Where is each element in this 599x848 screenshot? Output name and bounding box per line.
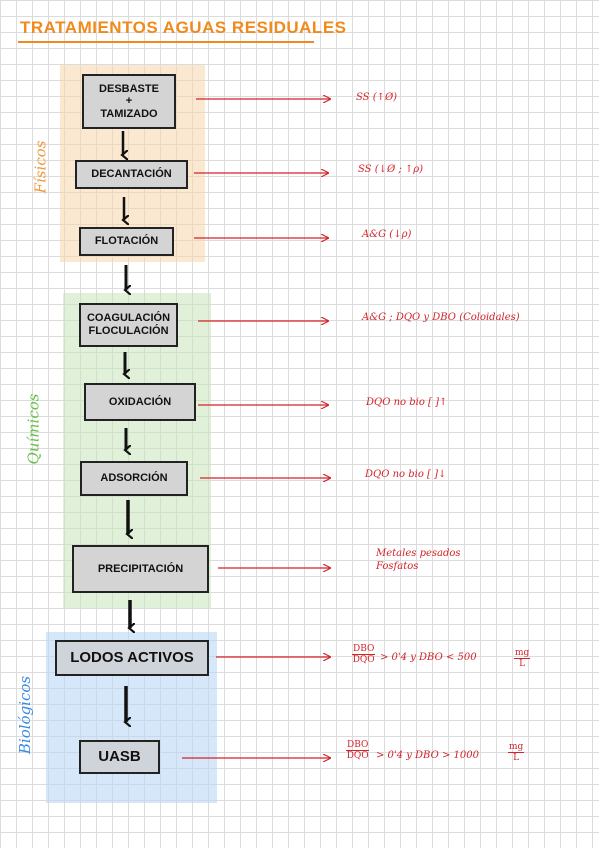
step-lodos-activos: Lodos Activos: [55, 640, 209, 676]
result-desbaste: SS (↑Ø): [356, 92, 398, 103]
result-uasb: > 0'4 y DBO > 1000: [376, 750, 479, 761]
unit-mg-l-lodos: mg L: [514, 648, 531, 669]
title-underline: [18, 41, 314, 43]
result-flotacion: A&G (↓ρ): [362, 229, 412, 240]
step-coagulacion-floculacion: Coagulación Floculación: [79, 303, 178, 347]
step-desbaste-tamizado: Desbaste + Tamizado: [82, 74, 176, 129]
step-precipitacion: Precipitación: [72, 545, 209, 593]
step-decantacion: Decantación: [75, 160, 188, 189]
step-flotacion: Flotación: [79, 227, 174, 256]
result-lodos-activos: > 0'4 y DBO < 500: [380, 652, 477, 663]
unit-mg-l-uasb: mg L: [508, 742, 525, 763]
step-adsorcion: Adsorción: [80, 461, 188, 496]
ratio-dbo-dqo-uasb: DBO DQO: [346, 740, 370, 761]
result-oxidacion: DQO no bio [ ]↑: [366, 397, 448, 408]
step-uasb: UASB: [79, 740, 160, 774]
result-coagulacion: A&G ; DQO y DBO (Coloidales): [362, 312, 520, 323]
ratio-dbo-dqo-lodos: DBO DQO: [352, 644, 376, 665]
page-title: Tratamientos aguas residuales: [20, 18, 347, 37]
step-oxidacion: Oxidación: [84, 383, 196, 421]
result-decantacion: SS (↓Ø ; ↑ρ): [358, 164, 424, 175]
result-adsorcion: DQO no bio [ ]↓: [365, 469, 447, 480]
result-precipitacion: Metales pesados Fosfatos: [376, 548, 461, 572]
